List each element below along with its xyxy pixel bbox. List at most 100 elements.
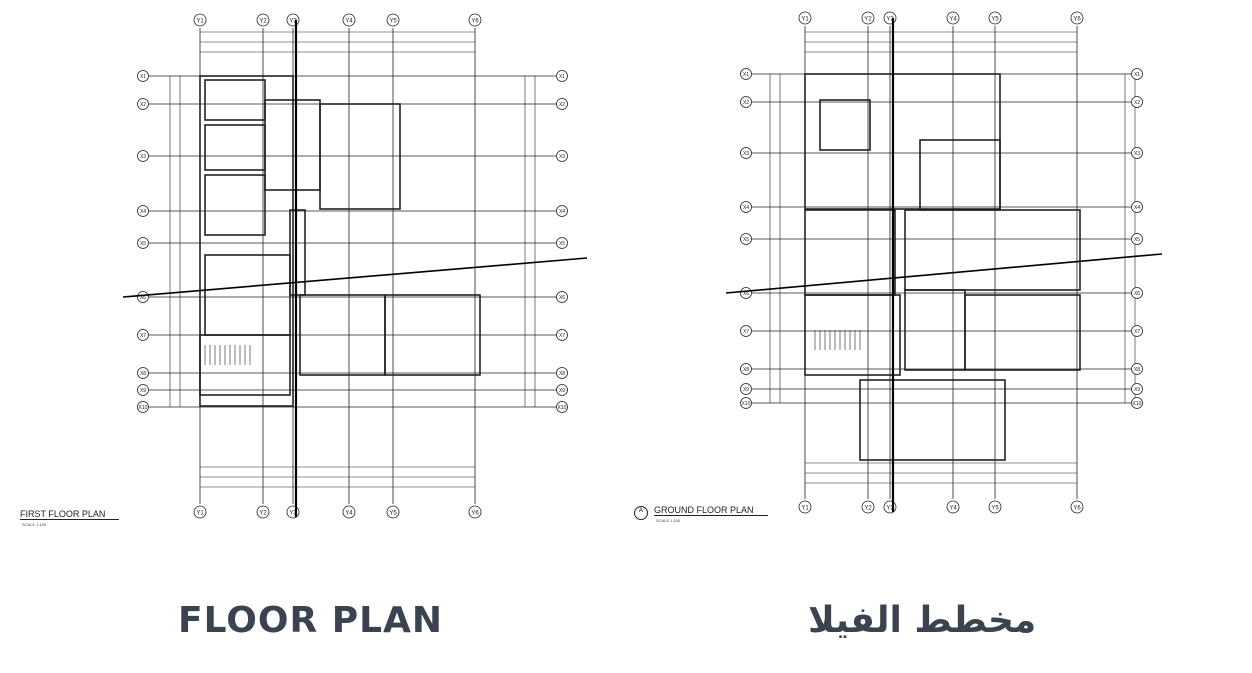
grid-bubble (556, 237, 568, 249)
grid-bubble (1070, 500, 1084, 514)
wall (319, 103, 401, 210)
grid-bubble (740, 325, 752, 337)
grid-bubble (137, 329, 149, 341)
grid-bubble (1131, 233, 1143, 245)
section-line (725, 253, 1163, 294)
grid-bubble (137, 205, 149, 217)
grid-label: X5 (140, 241, 146, 247)
grid-bubble (556, 401, 568, 413)
grid-bubble (1131, 68, 1143, 80)
grid-label: X9 (1134, 387, 1140, 393)
grid-bubble (137, 384, 149, 396)
grid-bubble (946, 500, 960, 514)
grid-bubble (740, 383, 752, 395)
grid-bubble (193, 13, 207, 27)
grid-bubble (1131, 363, 1143, 375)
grid-bubble (1131, 287, 1143, 299)
grid-label: Y2 (864, 17, 872, 23)
wall (819, 99, 871, 151)
grid-bubble (556, 291, 568, 303)
grid-label: Y1 (196, 511, 204, 517)
wall (804, 294, 901, 376)
grid-bubble (556, 205, 568, 217)
grid-label: X9 (140, 388, 146, 394)
grid-label: Y2 (864, 506, 872, 512)
grid-bubble (137, 150, 149, 162)
grid-label: X1 (743, 72, 749, 78)
grid-bubble (137, 367, 149, 379)
grid-label: X10 (1133, 401, 1142, 407)
grid-label: X3 (743, 151, 749, 157)
grid-bubble (137, 70, 149, 82)
wall (964, 294, 1081, 371)
grid-bubble (556, 98, 568, 110)
grid-label: Y2 (259, 19, 267, 25)
grid-bubble (386, 13, 400, 27)
grid-bubble (137, 401, 149, 413)
caption-arabic: مخطط الفيلا (808, 600, 1037, 641)
grid-label: Y5 (389, 511, 397, 517)
grid-bubble (740, 68, 752, 80)
ground-floor-marker: A (634, 506, 648, 520)
grid-bubble (556, 329, 568, 341)
grid-label: X9 (743, 387, 749, 393)
grid-label: Y6 (471, 511, 479, 517)
grid-label: Y6 (1073, 506, 1081, 512)
grid-bubble (740, 147, 752, 159)
grid-label: X6 (140, 295, 146, 301)
grid-label: X5 (743, 237, 749, 243)
grid-bubble (798, 500, 812, 514)
wall (804, 73, 1001, 210)
grid-label: X6 (743, 291, 749, 297)
grid-bubble (861, 500, 875, 514)
grid-bubble (468, 505, 482, 519)
grid-bubble (193, 505, 207, 519)
grid-bubble (1131, 201, 1143, 213)
grid-label: X10 (139, 405, 148, 411)
grid-label: X4 (559, 209, 565, 215)
grid-bubble (386, 505, 400, 519)
grid-label: Y3 (886, 17, 894, 23)
grid-bubble (740, 233, 752, 245)
grid-label: X2 (743, 100, 749, 106)
grid-bubble (256, 505, 270, 519)
grid-bubble (1131, 325, 1143, 337)
wall (204, 254, 291, 336)
grid-bubble (137, 98, 149, 110)
grid-bubble (468, 13, 482, 27)
grid-label: Y6 (1073, 17, 1081, 23)
grid-label: Y3 (886, 506, 894, 512)
grid-bubble (556, 367, 568, 379)
grid-label: X3 (1134, 151, 1140, 157)
grid-label: Y1 (196, 19, 204, 25)
grid-bubble (342, 505, 356, 519)
grid-label: X6 (559, 295, 565, 301)
grid-label: Y4 (949, 17, 957, 23)
grid-label: X4 (743, 205, 749, 211)
grid-bubble (740, 96, 752, 108)
grid-label: X6 (1134, 291, 1140, 297)
grid-bubble (1131, 397, 1143, 409)
grid-bubble (988, 11, 1002, 25)
grid-label: X7 (140, 333, 146, 339)
grid-label: X2 (140, 102, 146, 108)
grid-label: Y5 (389, 19, 397, 25)
grid-label: X8 (559, 371, 565, 377)
grid-label: X3 (140, 154, 146, 160)
grid-bubble (740, 397, 752, 409)
grid-bubble (137, 291, 149, 303)
grid-label: X7 (559, 333, 565, 339)
wall (904, 209, 1081, 291)
grid-label: X10 (742, 401, 751, 407)
grid-label: Y3 (289, 19, 297, 25)
wall (204, 174, 266, 236)
wall (919, 139, 1001, 211)
wall (289, 209, 306, 296)
grid-bubble (137, 237, 149, 249)
grid-label: Y1 (801, 17, 809, 23)
grid-label: X1 (559, 74, 565, 80)
grid-label: X10 (558, 405, 567, 411)
grid-label: Y6 (471, 19, 479, 25)
grid-bubble (740, 363, 752, 375)
